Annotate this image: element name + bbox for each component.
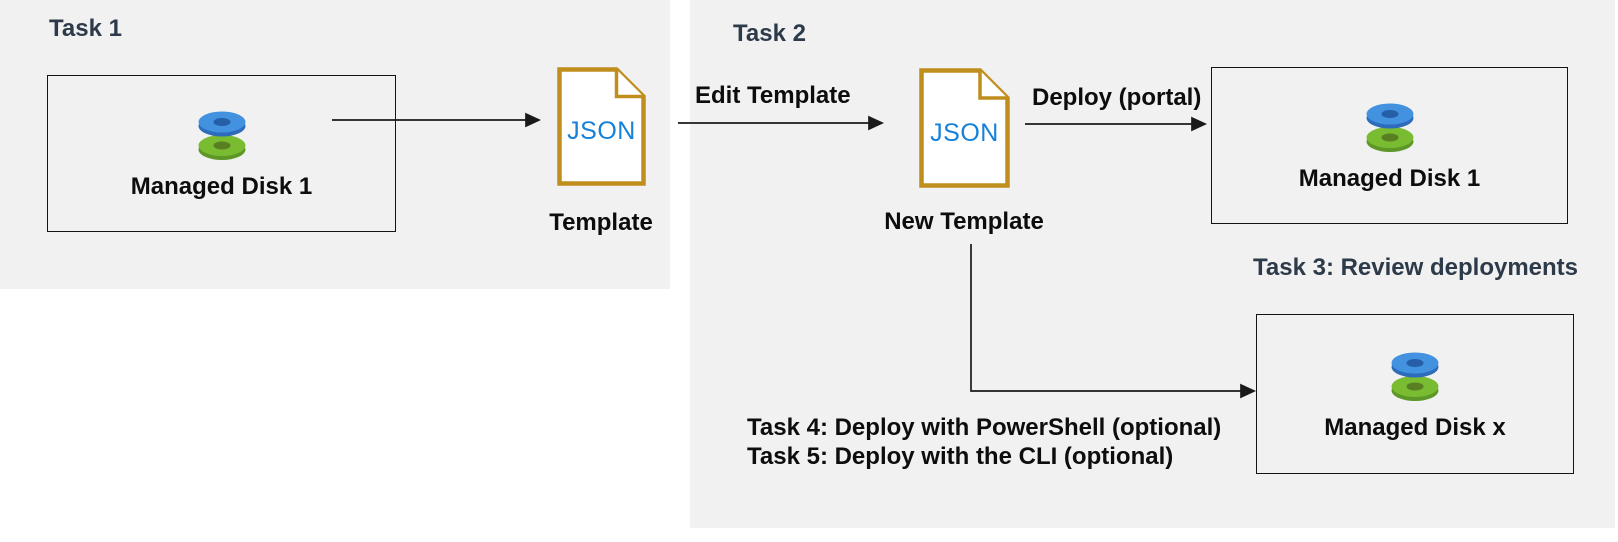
deployed-disk-x-box: Managed Disk x: [1256, 314, 1574, 474]
json-file-outline-icon: [919, 68, 1010, 188]
task4-note: Task 4: Deploy with PowerShell (optional…: [747, 414, 1222, 441]
json-badge-text: JSON: [930, 118, 999, 147]
task1-heading: Task 1: [49, 15, 122, 42]
json-file-icon: JSON: [557, 67, 646, 186]
new-template-json-file-icon: JSON: [919, 68, 1010, 188]
deploy-portal-arrow-label: Deploy (portal): [1032, 84, 1202, 111]
task2-heading: Task 2: [733, 20, 806, 47]
managed-disk-icon: [198, 111, 245, 160]
template-label: Template: [549, 209, 653, 236]
source-disk-box: Managed Disk 1: [47, 75, 396, 232]
deployed-disk-x-label: Managed Disk x: [1324, 413, 1506, 441]
task3-heading: Task 3: Review deployments: [1253, 254, 1579, 281]
json-badge-text: JSON: [567, 117, 636, 146]
json-file-outline-icon: [557, 67, 646, 186]
managed-disk-icon: [1391, 352, 1439, 401]
edit-template-arrow-label: Edit Template: [695, 82, 851, 109]
deployed-disk-box: Managed Disk 1: [1211, 67, 1568, 224]
managed-disk-icon: [1366, 103, 1413, 152]
task5-note: Task 5: Deploy with the CLI (optional): [747, 443, 1174, 470]
new-template-label: New Template: [884, 208, 1044, 235]
source-disk-label: Managed Disk 1: [130, 173, 313, 200]
deployed-disk-label: Managed Disk 1: [1298, 165, 1481, 192]
